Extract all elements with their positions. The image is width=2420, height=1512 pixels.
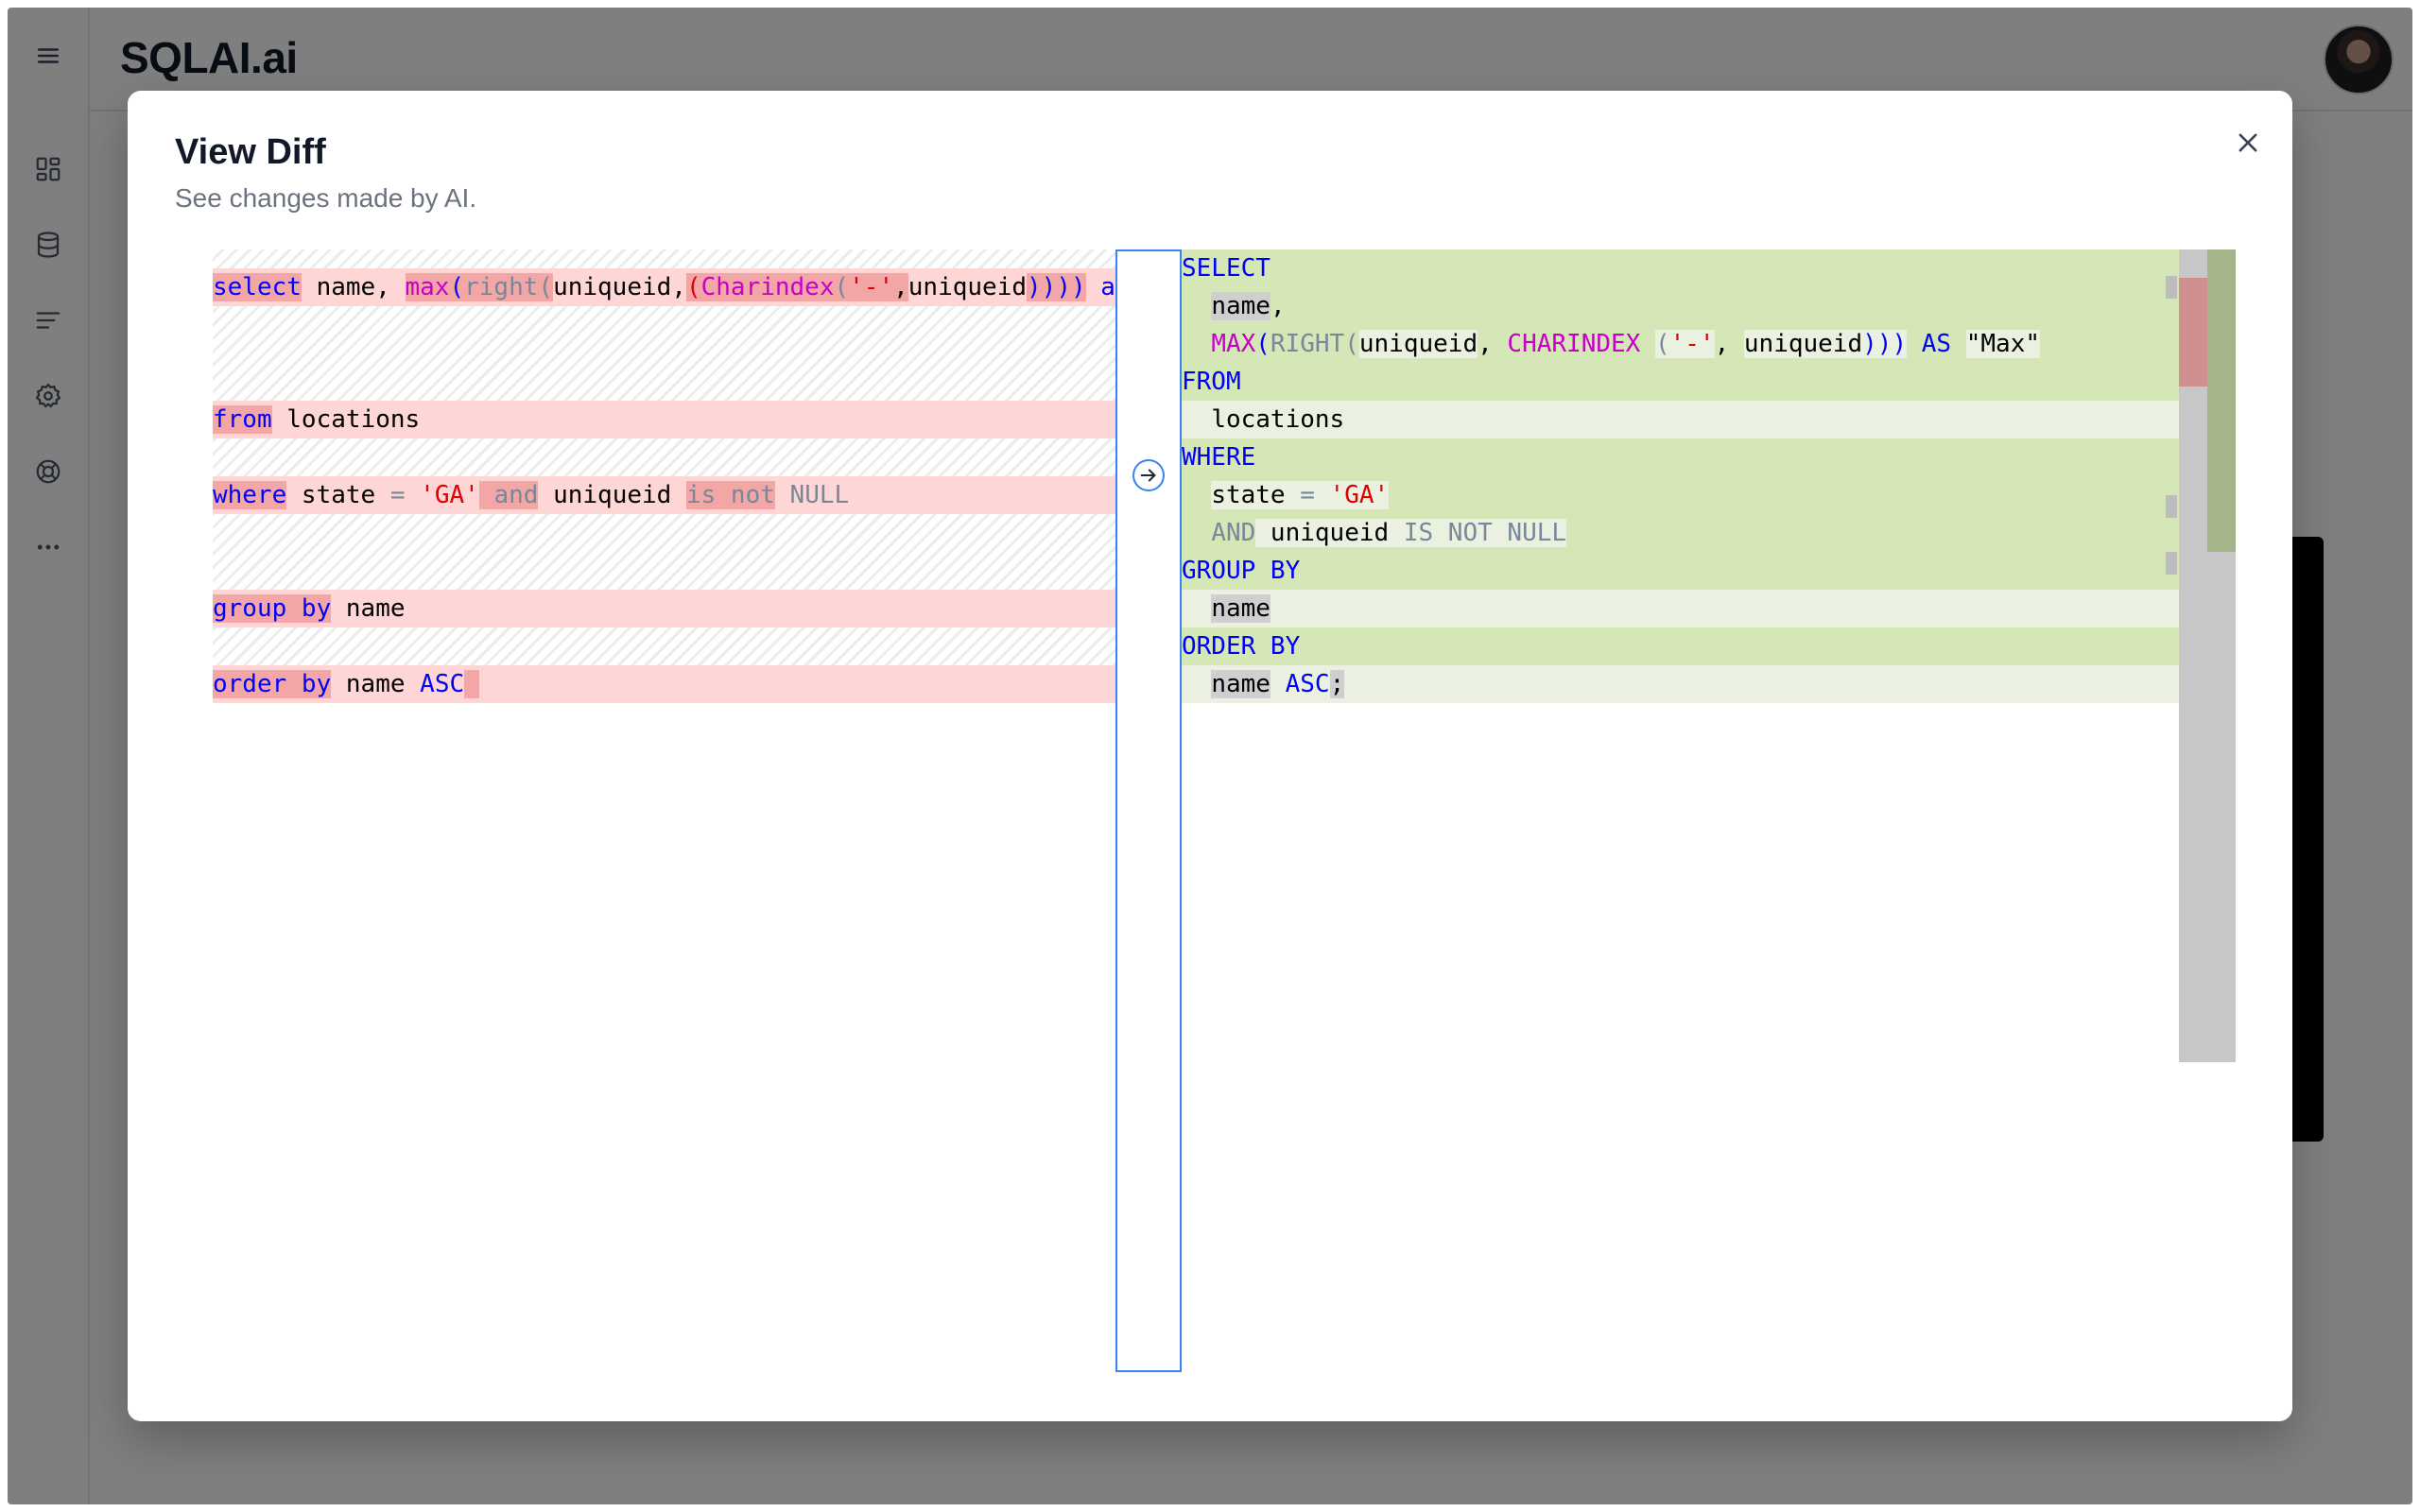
- modified-line-3: MAX(RIGHT(uniqueid, CHARINDEX ('-', uniq…: [1182, 325, 2188, 363]
- original-line-4: group by name: [213, 590, 1115, 627]
- modified-line-4: FROM: [1182, 363, 2188, 401]
- diff-placeholder: [213, 438, 1115, 476]
- diff-placeholder: [213, 249, 1115, 268]
- original-line-2: from locations: [213, 401, 1115, 438]
- modified-line-11: ORDER BY: [1182, 627, 2188, 665]
- minimap-marker: [2166, 552, 2177, 575]
- diff-gutter: [1115, 249, 1182, 1372]
- diff-placeholder: [213, 306, 1115, 401]
- original-line-5: order by name ASC: [213, 665, 1115, 703]
- overview-added-marker: [2207, 249, 2236, 552]
- diff-placeholder: [213, 627, 1115, 665]
- modified-line-1: SELECT: [1182, 249, 2188, 287]
- diff-placeholder: [213, 514, 1115, 590]
- revert-change-button[interactable]: [1132, 459, 1165, 491]
- minimap-marker: [2166, 495, 2177, 518]
- original-pane[interactable]: select name, max(right(uniqueid,(Charind…: [213, 249, 1115, 1374]
- modified-line-12: name ASC;: [1182, 665, 2188, 703]
- overview-removed-marker: [2179, 278, 2207, 387]
- view-diff-modal: View Diff See changes made by AI. select…: [128, 91, 2292, 1421]
- modified-pane[interactable]: SELECT name, MAX(RIGHT(uniqueid, CHARIND…: [1182, 249, 2188, 1374]
- close-icon: [2238, 133, 2257, 152]
- minimap-marker: [2166, 276, 2177, 299]
- close-button[interactable]: [2224, 119, 2272, 166]
- modified-line-10: name: [1182, 590, 2188, 627]
- overview-ruler[interactable]: [2179, 249, 2236, 1062]
- modified-line-6: WHERE: [1182, 438, 2188, 476]
- modified-line-2: name,: [1182, 287, 2188, 325]
- arrow-right-circle-icon: [1140, 469, 1156, 482]
- original-line-1: select name, max(right(uniqueid,(Charind…: [213, 268, 1115, 306]
- modified-line-5: locations: [1182, 401, 2188, 438]
- modified-line-7: state = 'GA': [1182, 476, 2188, 514]
- modified-line-9: GROUP BY: [1182, 552, 2188, 590]
- modal-subtitle: See changes made by AI.: [175, 183, 477, 213]
- original-line-3: where state = 'GA' and uniqueid is not N…: [213, 476, 1115, 514]
- modified-line-8: AND uniqueid IS NOT NULL: [1182, 514, 2188, 552]
- diff-editor: select name, max(right(uniqueid,(Charind…: [213, 249, 2245, 1374]
- modal-title: View Diff: [175, 132, 326, 172]
